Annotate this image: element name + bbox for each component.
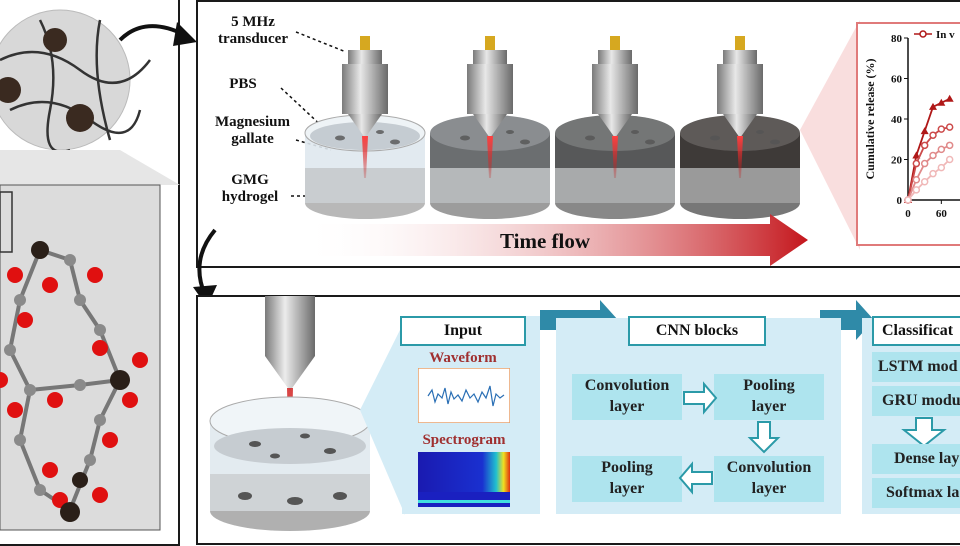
time-flow-arrow-icon bbox=[300, 214, 808, 266]
class-cell-lstm: LSTM mod bbox=[872, 352, 960, 382]
series-2-point bbox=[929, 131, 937, 139]
spectrogram-label: Spectrogram bbox=[422, 432, 506, 448]
release-chart: 80 60 40 20 00 60 Cumulative release (%) In v bbox=[863, 29, 960, 220]
cnn-flow-arrows-icon bbox=[678, 381, 781, 495]
series-1-point bbox=[912, 151, 921, 159]
measurement-container-icon bbox=[209, 296, 371, 531]
series-3-point bbox=[929, 151, 937, 160]
classification-title: Classificat bbox=[872, 316, 960, 346]
magnesium-label: Magnesium gallate bbox=[215, 114, 290, 147]
cnn-cell-pooling-2: Pooling layer bbox=[572, 456, 682, 502]
series-2-point bbox=[945, 123, 954, 131]
transducer-label: 5 MHz transducer bbox=[218, 14, 288, 47]
series-1-point bbox=[929, 102, 937, 110]
class-down-arrow-icon bbox=[901, 417, 947, 448]
time-flow-label: Time flow bbox=[499, 229, 591, 253]
spectrogram-plot bbox=[418, 452, 510, 507]
class-cell-gru: GRU modu bbox=[872, 386, 960, 416]
legend-label: In v bbox=[936, 29, 955, 41]
series-3-point bbox=[937, 145, 946, 154]
y-tick-label: 60 bbox=[891, 74, 903, 86]
cnn-cell-convolution-2: Convolution layer bbox=[714, 456, 824, 502]
y-tick-label: 20 bbox=[891, 155, 903, 167]
cnn-title: CNN blocks bbox=[628, 316, 766, 346]
legend-marker bbox=[919, 30, 927, 38]
series-2-point bbox=[920, 141, 929, 150]
flow-arrow-icon bbox=[118, 22, 197, 46]
input-title: Input bbox=[400, 316, 526, 346]
series-3-point bbox=[920, 159, 929, 168]
waveform-plot bbox=[418, 368, 510, 423]
waveform-label: Waveform bbox=[429, 350, 497, 366]
series-1-point bbox=[920, 127, 929, 135]
x-tick-label: 60 bbox=[936, 208, 948, 220]
cnn-cell-pooling-1: Pooling layer bbox=[714, 374, 824, 420]
series-4-point bbox=[929, 169, 937, 178]
x-tick-label: 0 bbox=[905, 208, 911, 220]
polymer-network-icon bbox=[0, 9, 131, 151]
y-tick-label: 40 bbox=[891, 114, 903, 126]
series-4-point bbox=[937, 163, 946, 172]
sample-series bbox=[304, 36, 800, 219]
series-4-point bbox=[945, 155, 954, 164]
pbs-label: PBS bbox=[229, 76, 257, 92]
series-1-point bbox=[945, 94, 954, 102]
series-3-point bbox=[945, 141, 954, 150]
series-4-point bbox=[920, 178, 929, 186]
molecule-illustration bbox=[0, 9, 180, 531]
series-4-point bbox=[912, 186, 921, 194]
y-tick-label: 0 bbox=[897, 195, 903, 207]
class-cell-dense: Dense lay bbox=[872, 444, 960, 474]
series-3-point bbox=[912, 176, 921, 184]
series-2-point bbox=[937, 125, 946, 133]
cnn-cell-convolution-1: Convolution layer bbox=[572, 374, 682, 420]
gmg-label: GMG hydrogel bbox=[221, 172, 279, 205]
transducer-icon bbox=[342, 36, 388, 178]
series-4-point bbox=[904, 196, 912, 204]
zoom-wedge bbox=[800, 20, 860, 250]
y-tick-label: 80 bbox=[891, 33, 903, 45]
series-1-point bbox=[937, 98, 946, 106]
class-cell-softmax: Softmax la bbox=[872, 478, 960, 508]
y-axis-label: Cumulative release (%) bbox=[863, 58, 877, 179]
input-wedge bbox=[360, 320, 405, 515]
series-2-point bbox=[912, 159, 921, 168]
